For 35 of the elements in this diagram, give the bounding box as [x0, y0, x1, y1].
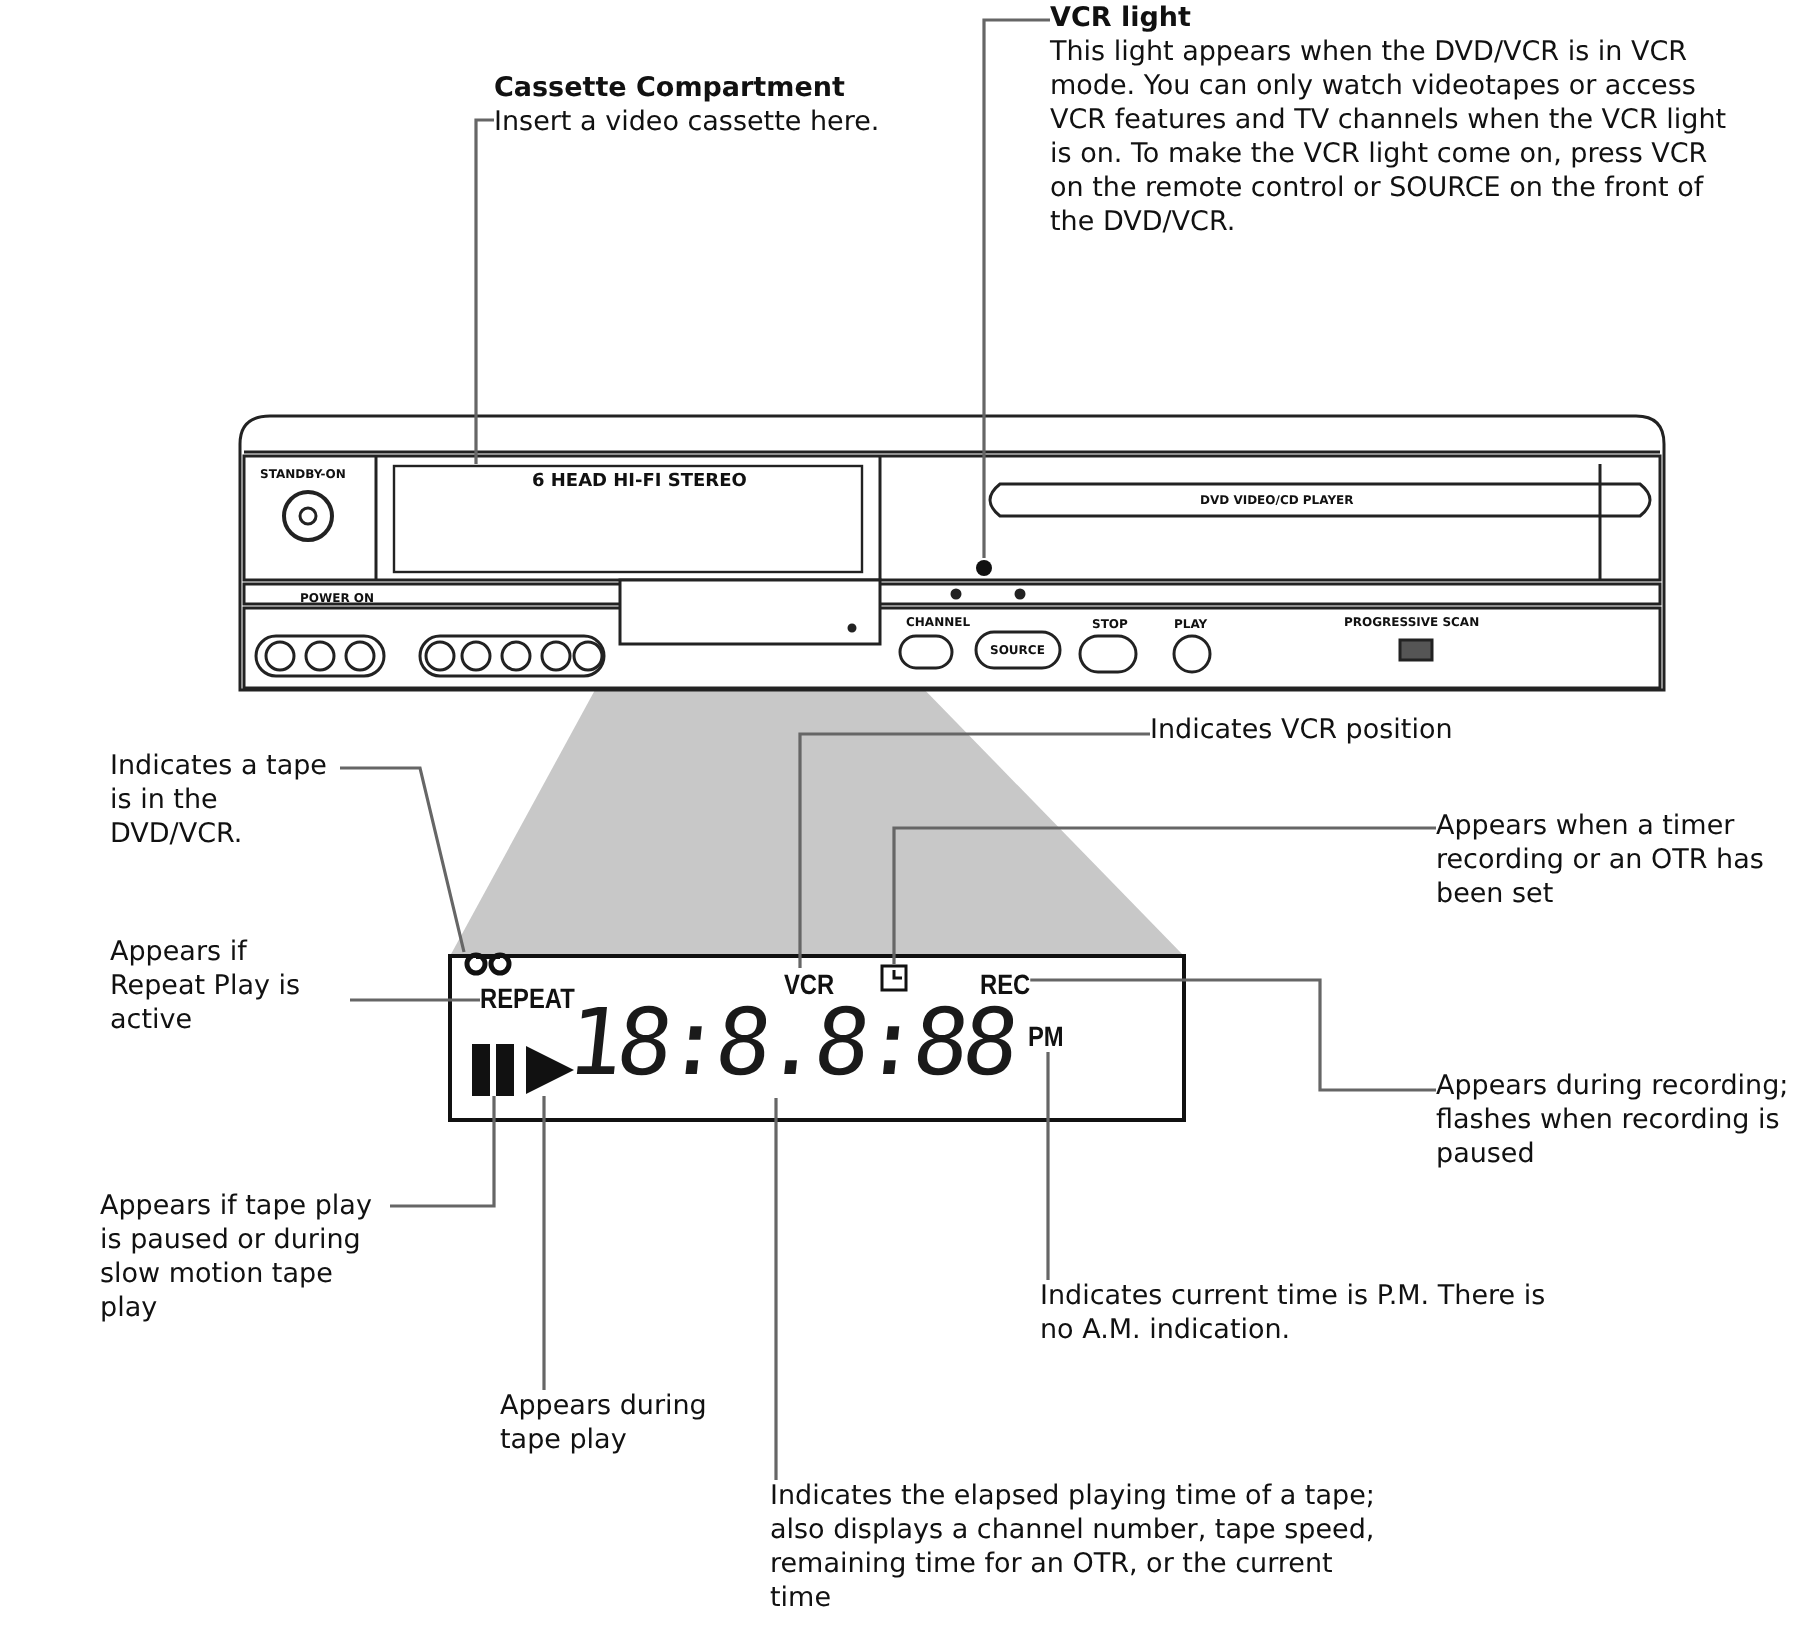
callout-text: Appears if Repeat Play is active [110, 936, 350, 1038]
clock-icon [880, 964, 908, 992]
callout-heading: Cassette Compartment [494, 72, 847, 106]
cassette-tape-icon [464, 952, 512, 976]
display-indicator-text: VCR [784, 968, 835, 1000]
callout-text: Indicates the elapsed playing time of a tape; also displays a channel number, tape speed, remaining time for an OTR, or the current time [770, 1480, 1380, 1616]
leader-line [982, 18, 1050, 558]
indicator-light [974, 558, 994, 578]
callout-text: Appears during tape play [500, 1390, 710, 1458]
callout-text: Appears if tape play is paused or during slow motion tape play [100, 1190, 390, 1326]
callout-text: Insert a video cassette here. [494, 106, 882, 140]
leader-line [798, 732, 1150, 968]
leader-line [350, 998, 480, 1002]
callout-text: Appears when a timer recording or an OTR has been set [1436, 810, 1816, 912]
leader-line [340, 766, 466, 953]
callout-text: Indicates VCR position [1150, 714, 1550, 748]
leader-line [542, 1096, 546, 1390]
callout-heading: VCR light [1050, 2, 1193, 36]
leader-line [474, 118, 494, 464]
display-indicator-text: REC [980, 968, 1031, 1000]
leader-line [892, 826, 1436, 964]
display-indicator-text: REPEAT [480, 982, 575, 1014]
panel-label: 6 HEAD HI-FI STEREO [532, 472, 747, 494]
leader-line [390, 1096, 496, 1208]
callout-text: Indicates a tape is in the DVD/VCR. [110, 750, 340, 852]
pause-icon [472, 1044, 516, 1096]
display-indicator-text: PM [1028, 1020, 1064, 1052]
callout-text: Appears during recording; flashes when recording is paused [1436, 1070, 1816, 1172]
cassette-slot [392, 464, 864, 574]
play-icon [526, 1044, 574, 1096]
callout-text: This light appears when the DVD/VCR is in VCR mode. You can only watch videotapes or access VCR features and TV channels when the VCR light is on. To make the VCR light come on, press VCR on the remote control or SOURCE on the front of the DVD/VCR. [1050, 36, 1729, 240]
leader-line [1046, 1052, 1050, 1280]
leader-line [774, 1098, 778, 1480]
leader-line [1030, 978, 1436, 1092]
callout-text: Indicates current time is P.M. There is no A.M. indication. [1040, 1280, 1550, 1348]
